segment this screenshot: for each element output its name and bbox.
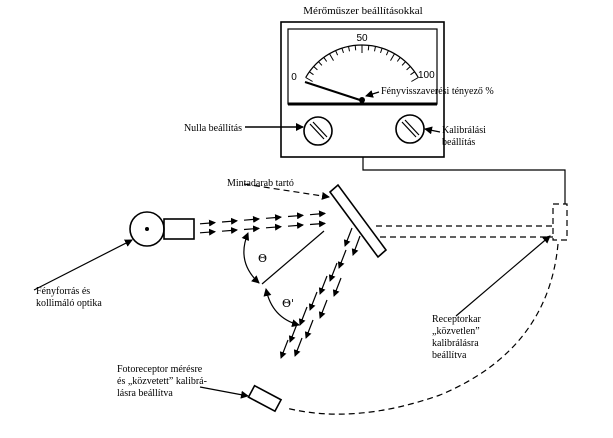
meter-tick <box>367 45 370 51</box>
meter-tick <box>348 46 350 52</box>
incident-beam-arrow <box>287 212 304 220</box>
diffuse-reflection-arrow <box>328 262 338 282</box>
meter-tick <box>406 66 411 71</box>
incident-beam-arrow <box>287 221 304 229</box>
calibration-adjust-knob <box>395 114 425 144</box>
photoreceptor-label: Fotoreceptor mérésre és „közvetett” kali… <box>117 364 209 399</box>
receptor-arm-path <box>285 243 559 415</box>
calibration-pointer <box>424 126 441 135</box>
diffuse-angle-arc <box>263 288 300 328</box>
scale-label-min: 0 <box>291 72 297 83</box>
reflectance-label: Fényvisszaverési tényező % <box>381 86 494 97</box>
direct-receptor <box>552 203 568 241</box>
diffuse-reflection-arrow <box>293 337 303 357</box>
incident-beam-arrow <box>199 219 216 227</box>
scale-label-max: 100 <box>418 70 435 81</box>
calibration-label: Kalibrálási beállítás <box>442 125 488 148</box>
photoreceptor-pointer <box>199 386 249 399</box>
meter-tick <box>318 61 323 66</box>
diffuse-reflection-arrow <box>288 323 298 343</box>
diffuse-reflection-arrow <box>298 306 308 326</box>
meter-tick <box>411 77 419 82</box>
incident-beam-arrow <box>265 214 282 222</box>
meter-tick <box>410 71 415 76</box>
meter-tick <box>390 53 395 61</box>
diffuse-reflection <box>279 227 361 359</box>
diffuse-reflection-arrow <box>304 319 314 339</box>
receptor-arm-pointer <box>455 235 551 317</box>
diffuse-reflection-arrow <box>343 227 353 247</box>
sample-holder-pointer <box>243 183 330 200</box>
light-source <box>129 211 195 247</box>
meter-tick <box>385 50 389 56</box>
sample-holder-label: Mintadarab tartó <box>227 178 294 189</box>
photoreceptor <box>247 384 283 413</box>
meter-receptor-cable <box>362 157 566 204</box>
diffuse-reflection-arrow <box>318 299 328 319</box>
zero-adjust-label: Nulla beállítás <box>184 123 242 134</box>
incident-beam <box>199 210 326 236</box>
diffuse-reflection-arrow <box>332 277 342 297</box>
incident-beam-arrow <box>265 223 282 231</box>
reflectance-pointer <box>365 90 380 98</box>
zero-adjust-knob <box>303 116 333 146</box>
meter-tick <box>309 71 314 76</box>
diffuse-reflection-arrow <box>308 291 318 311</box>
meter-needle-pivot <box>359 97 365 103</box>
incident-beam-arrow <box>243 225 260 233</box>
incident-beam-arrow <box>221 217 238 225</box>
incidence-angle-arc <box>241 232 260 284</box>
meter-tick <box>396 57 401 62</box>
meter-tick <box>354 45 357 51</box>
meter-tick <box>329 53 334 61</box>
meter-tick <box>374 46 376 52</box>
scale-label-mid: 50 <box>356 33 368 44</box>
light-source-label: Fényforrás és kollimáló optika <box>36 286 102 309</box>
collimator-tube <box>163 218 195 240</box>
theta-prime-label: Θ' <box>282 297 294 310</box>
sample-holder <box>328 183 388 259</box>
surface-normal <box>261 230 325 285</box>
incident-beam-arrow <box>199 228 216 236</box>
theta-label: Θ <box>258 252 267 265</box>
meter-needle <box>304 81 361 101</box>
meter-tick <box>313 66 318 71</box>
light-source-pointer <box>33 239 133 291</box>
diffuse-reflection-arrow <box>279 339 289 359</box>
incident-beam-arrow <box>309 210 326 218</box>
incident-beam-arrow <box>221 226 238 234</box>
incident-beam-arrow <box>243 215 260 223</box>
diffuse-reflection-arrow <box>337 249 347 269</box>
diffuse-reflection-arrow <box>318 275 328 295</box>
meter-title: Mérőműszer beállításokkal <box>303 5 422 17</box>
meter-tick <box>305 77 313 82</box>
receptor-arm-label: Receptorkar „közvetlen” kalibrálásra beá… <box>432 314 483 361</box>
meter-tick <box>323 57 328 62</box>
incident-beam-arrow <box>309 220 326 228</box>
meter-tick <box>335 50 339 56</box>
meter-tick <box>380 48 383 54</box>
meter-tick <box>401 61 406 66</box>
meter-scale-ticks <box>305 45 419 82</box>
diffuse-reflection-arrow <box>351 235 361 256</box>
meter-tick <box>341 48 344 54</box>
